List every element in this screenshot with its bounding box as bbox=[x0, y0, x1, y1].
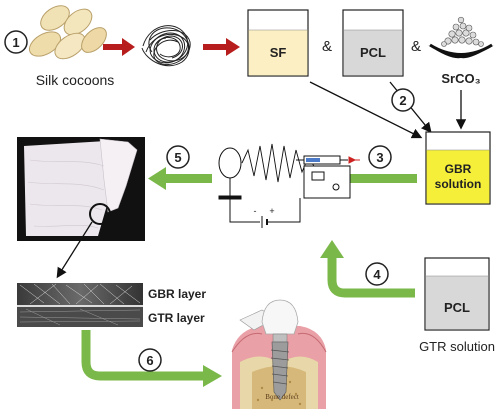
step-6-badge: 6 bbox=[138, 348, 162, 372]
ampersand-2: & bbox=[411, 38, 421, 55]
pcl-beaker: PCL bbox=[342, 9, 404, 77]
membrane-photo bbox=[17, 137, 145, 241]
electrospinning-apparatus: - + bbox=[218, 143, 360, 228]
silk-cocoons-image bbox=[28, 5, 107, 60]
svg-text:GBR: GBR bbox=[445, 162, 472, 176]
silk-cocoons-label: Silk cocoons bbox=[36, 72, 115, 88]
step-5-badge: 5 bbox=[166, 145, 190, 169]
step-1-badge: 1 bbox=[4, 30, 28, 54]
gtr-solution-label: GTR solution bbox=[419, 339, 495, 354]
svg-text:solution: solution bbox=[435, 177, 482, 191]
green-arrow-6 bbox=[81, 330, 222, 387]
srco3-powder bbox=[428, 16, 494, 59]
bone-defect-label: Bone defect bbox=[265, 393, 299, 401]
sf-beaker: SF bbox=[247, 9, 309, 77]
dental-implant-illustration: Bone defect bbox=[231, 299, 327, 409]
svg-text:SF: SF bbox=[270, 45, 287, 60]
ampersand-1: & bbox=[322, 38, 332, 55]
green-arrow-4 bbox=[320, 240, 415, 298]
gtr-layer-label: GTR layer bbox=[148, 311, 205, 325]
svg-text:5: 5 bbox=[174, 150, 181, 165]
srco3-label: SrCO₃ bbox=[441, 71, 480, 86]
svg-text:4: 4 bbox=[373, 267, 381, 282]
svg-text:+: + bbox=[269, 206, 274, 216]
silk-fiber-tangle bbox=[141, 25, 191, 67]
pcl-gtr-beaker: PCL bbox=[424, 257, 490, 331]
svg-text:2: 2 bbox=[399, 93, 406, 108]
svg-text:-: - bbox=[254, 206, 257, 216]
green-arrow-5 bbox=[148, 167, 212, 190]
svg-text:1: 1 bbox=[12, 35, 19, 50]
step-2-badge: 2 bbox=[391, 88, 415, 112]
black-arrows-to-gbr bbox=[309, 81, 467, 139]
zoom-arrow bbox=[56, 221, 93, 279]
svg-text:PCL: PCL bbox=[360, 45, 386, 60]
sem-cross-section-image bbox=[17, 283, 143, 327]
red-arrow-1 bbox=[103, 38, 135, 56]
svg-text:3: 3 bbox=[376, 150, 383, 165]
svg-text:PCL: PCL bbox=[444, 300, 470, 315]
svg-text:6: 6 bbox=[146, 353, 153, 368]
step-3-badge: 3 bbox=[368, 145, 392, 169]
gbr-layer-label: GBR layer bbox=[148, 287, 206, 301]
step-4-badge: 4 bbox=[365, 262, 389, 286]
red-arrow-2 bbox=[203, 38, 240, 56]
gbr-solution-beaker: GBR solution bbox=[425, 131, 491, 205]
